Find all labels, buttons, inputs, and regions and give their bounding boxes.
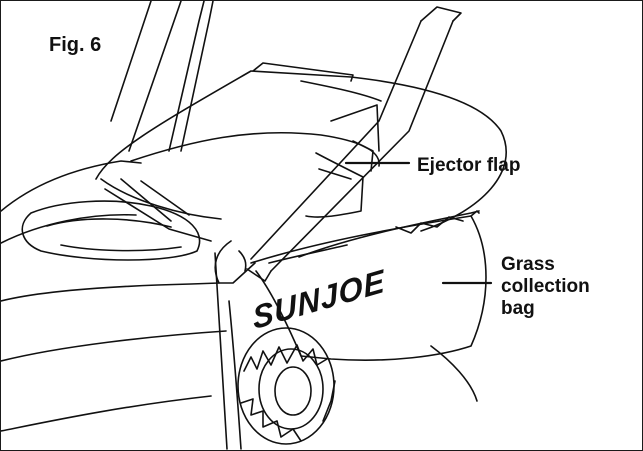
ejector-flap-shape [305,140,374,218]
grass-bag [250,210,487,402]
grass-bag-label-line-1: Grass [501,254,555,275]
ejector-flap-label: Ejector flap [417,155,521,176]
grass-bag-label-line-3: bag [501,298,535,319]
grass-collection-bag-label: Grass collection bag [501,254,590,320]
grass-box-lid [95,62,507,242]
handle-bars [110,1,462,284]
wheel [237,327,336,445]
grass-bag-label-line-2: collection [501,276,590,297]
svg-text:SUNJOE: SUNJOE [251,262,387,336]
figure-title: Fig. 6 [49,34,102,56]
mower-deck [1,160,242,450]
